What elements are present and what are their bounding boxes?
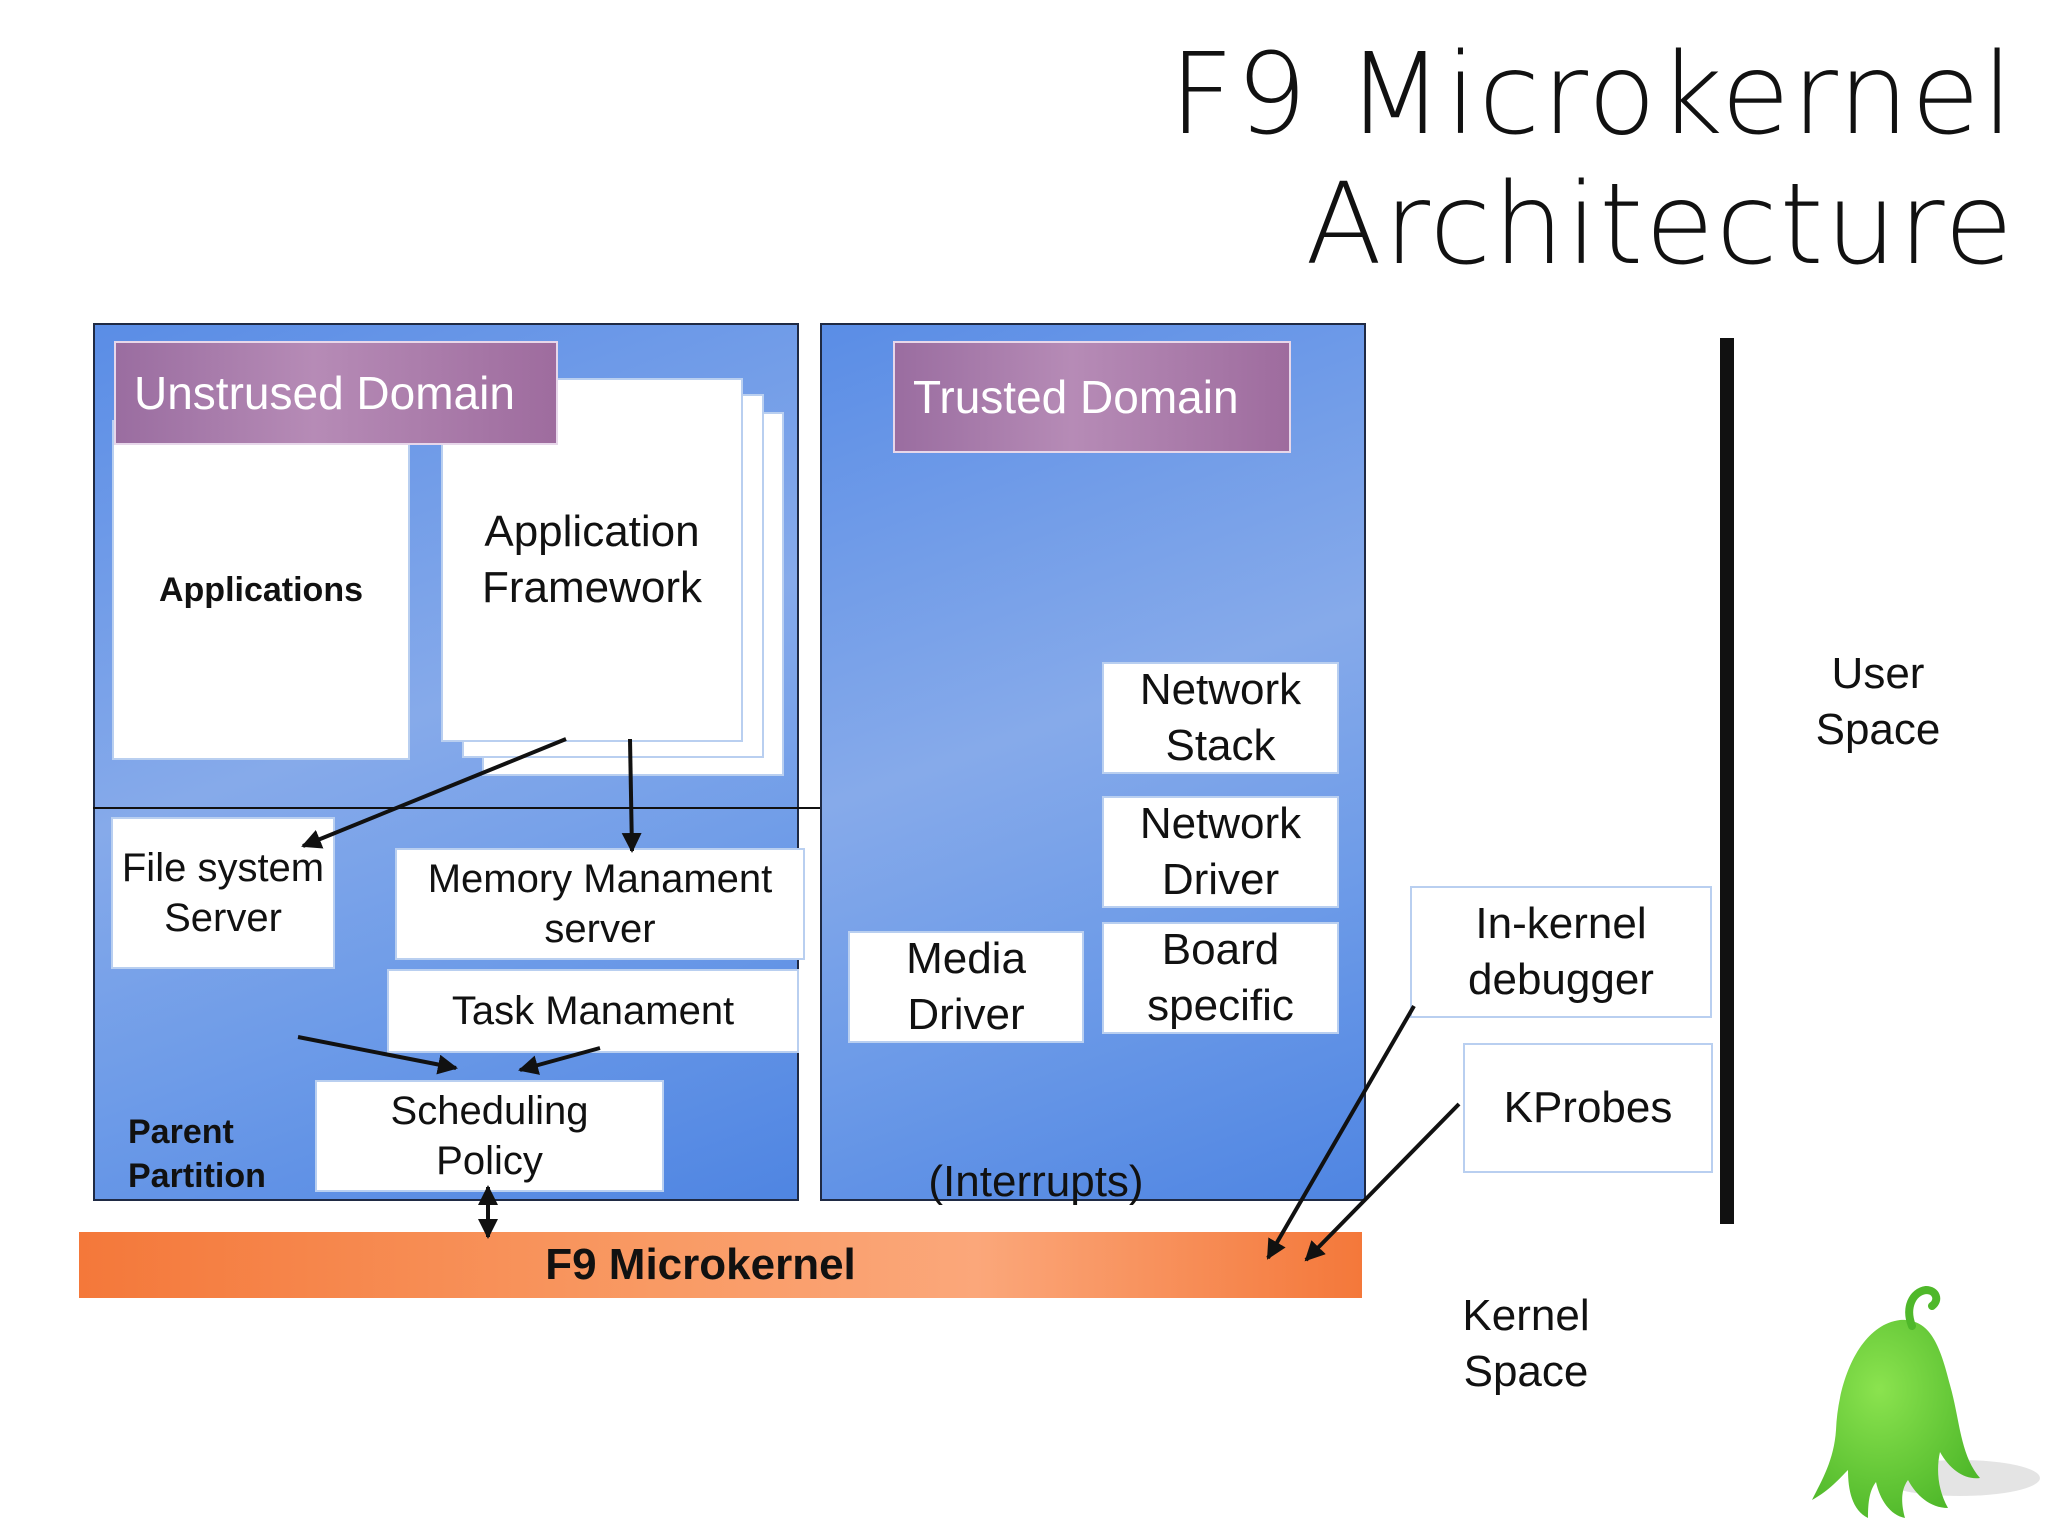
scheduling-policy-box: Scheduling Policy [315, 1080, 664, 1192]
user-line-1: User [1831, 649, 1925, 698]
to-scheduling-arrow-right [518, 1046, 601, 1075]
memory-line-1: Memory Manament [427, 857, 773, 901]
memory-management-server-box: Memory Manament server [395, 848, 805, 960]
kprobes-to-kernel-arrow [1304, 1102, 1461, 1262]
user-space-label: User Space [1788, 646, 1968, 758]
to-scheduling-arrow-left [297, 1035, 458, 1075]
untrusted-domain-text: Unstrused Domain [134, 367, 515, 419]
network-driver-line-2: Driver [1161, 855, 1280, 904]
parent-line-2: Partition [128, 1157, 266, 1195]
network-driver-line-1: Network [1139, 799, 1302, 848]
page-title: F9 Microkernel Architecture [1169, 30, 2015, 290]
memory-line-2: server [544, 907, 656, 951]
kernel-line-2: Space [1463, 1347, 1589, 1396]
framework-line-2: Framework [481, 563, 703, 612]
f9-microkernel-bar: F9 Microkernel [79, 1232, 1362, 1298]
network-stack-line-2: Stack [1165, 721, 1276, 770]
network-driver-box: Network Driver [1102, 796, 1339, 908]
board-specific-box: Board specific [1102, 922, 1339, 1034]
kprobes-label: KProbes [1503, 1083, 1673, 1132]
trusted-domain-label: Trusted Domain [893, 341, 1291, 453]
untrusted-domain-label: Unstrused Domain [114, 341, 558, 445]
applications-label: Applications [158, 571, 364, 609]
user-line-2: Space [1815, 705, 1941, 754]
space-divider-bar [1720, 338, 1734, 1224]
framework-line-1: Application [484, 507, 700, 556]
debugger-to-kernel-arrow [1266, 1004, 1416, 1260]
task-label: Task Manament [451, 989, 735, 1033]
kprobes-box: KProbes [1463, 1043, 1713, 1173]
scheduling-line-1: Scheduling [390, 1089, 589, 1133]
file-system-line-1: File system [121, 846, 325, 890]
network-stack-line-1: Network [1139, 665, 1302, 714]
task-management-box: Task Manament [387, 969, 799, 1053]
inkernel-line-1: In-kernel [1475, 899, 1647, 948]
interrupts-label: (Interrupts) [928, 1157, 1144, 1206]
mascot-icon [1812, 1285, 2040, 1518]
board-line-1: Board [1161, 925, 1280, 974]
network-stack-box: Network Stack [1102, 662, 1339, 774]
parent-line-1: Parent [128, 1113, 234, 1151]
scheduling-line-2: Policy [436, 1139, 543, 1183]
applications-box: Applications [112, 420, 410, 760]
parent-partition-label: Parent Partition [128, 1110, 266, 1198]
in-kernel-debugger-box: In-kernel debugger [1410, 886, 1712, 1018]
kernel-space-label: Kernel Space [1436, 1288, 1616, 1400]
board-line-2: specific [1147, 981, 1294, 1030]
kernel-label: F9 Microkernel [545, 1240, 856, 1289]
inkernel-line-2: debugger [1468, 955, 1654, 1004]
kernel-line-1: Kernel [1462, 1291, 1590, 1340]
trusted-domain-text: Trusted Domain [913, 371, 1239, 423]
framework-to-memory-arrow [621, 738, 642, 853]
media-driver-box: Media Driver [848, 931, 1084, 1043]
application-framework-box: Application Framework [441, 378, 743, 742]
file-system-server-box: File system Server [111, 817, 335, 969]
media-line-1: Media [906, 934, 1026, 983]
file-system-line-2: Server [164, 896, 282, 940]
framework-to-filesystem-arrow [301, 737, 567, 849]
media-line-2: Driver [907, 990, 1025, 1039]
